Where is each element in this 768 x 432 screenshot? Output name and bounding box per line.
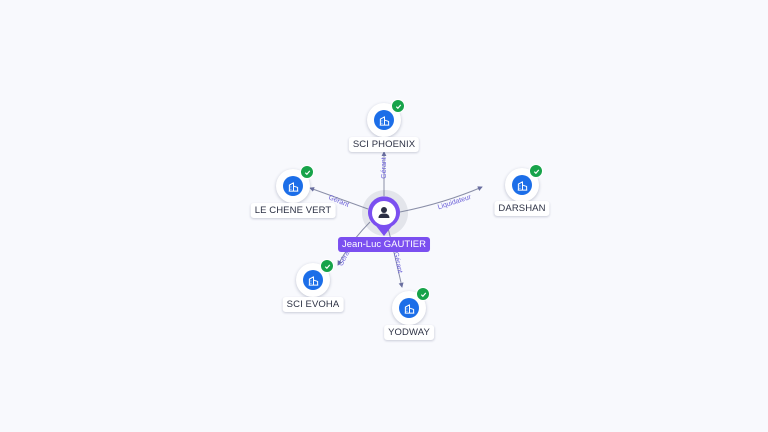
company-node-le-chene-vert[interactable] — [276, 165, 314, 203]
company-label-darshan[interactable]: DARSHAN — [494, 201, 550, 216]
company-label-le-chene-vert[interactable]: LE CHENE VERT — [250, 203, 336, 218]
company-label-sci-phoenix[interactable]: SCI PHOENIX — [348, 137, 420, 152]
building-icon — [288, 181, 298, 192]
verified-check-icon — [300, 165, 314, 179]
verified-check-icon — [320, 259, 334, 273]
verified-check-icon — [416, 287, 430, 301]
company-label-yodway[interactable]: YODWAY — [384, 325, 434, 340]
company-node-sci-evoha[interactable] — [296, 259, 334, 297]
verified-check-icon — [529, 164, 543, 178]
edge-label-sci-phoenix: Gérant — [381, 157, 388, 178]
user-icon — [378, 207, 390, 218]
verified-check-icon — [391, 99, 405, 113]
edge-darshan: Liquidateur — [399, 186, 483, 213]
building-icon — [404, 303, 414, 314]
edge-label-yodway: Gérant — [392, 251, 403, 273]
edge-yodway: Gérant — [387, 227, 404, 288]
company-node-sci-phoenix[interactable] — [367, 99, 405, 137]
company-node-darshan[interactable] — [505, 164, 543, 202]
map-pin-icon — [368, 196, 400, 236]
building-icon — [308, 275, 318, 286]
building-icon — [517, 180, 527, 191]
person-label[interactable]: Jean-Luc GAUTIER — [338, 237, 430, 252]
company-label-sci-evoha[interactable]: SCI EVOHA — [282, 297, 344, 312]
edge-label-darshan: Liquidateur — [437, 194, 473, 212]
person-node[interactable] — [366, 195, 402, 237]
building-icon — [379, 115, 389, 126]
edge-sci-phoenix: Gérant — [381, 151, 388, 196]
company-node-yodway[interactable] — [392, 287, 430, 325]
